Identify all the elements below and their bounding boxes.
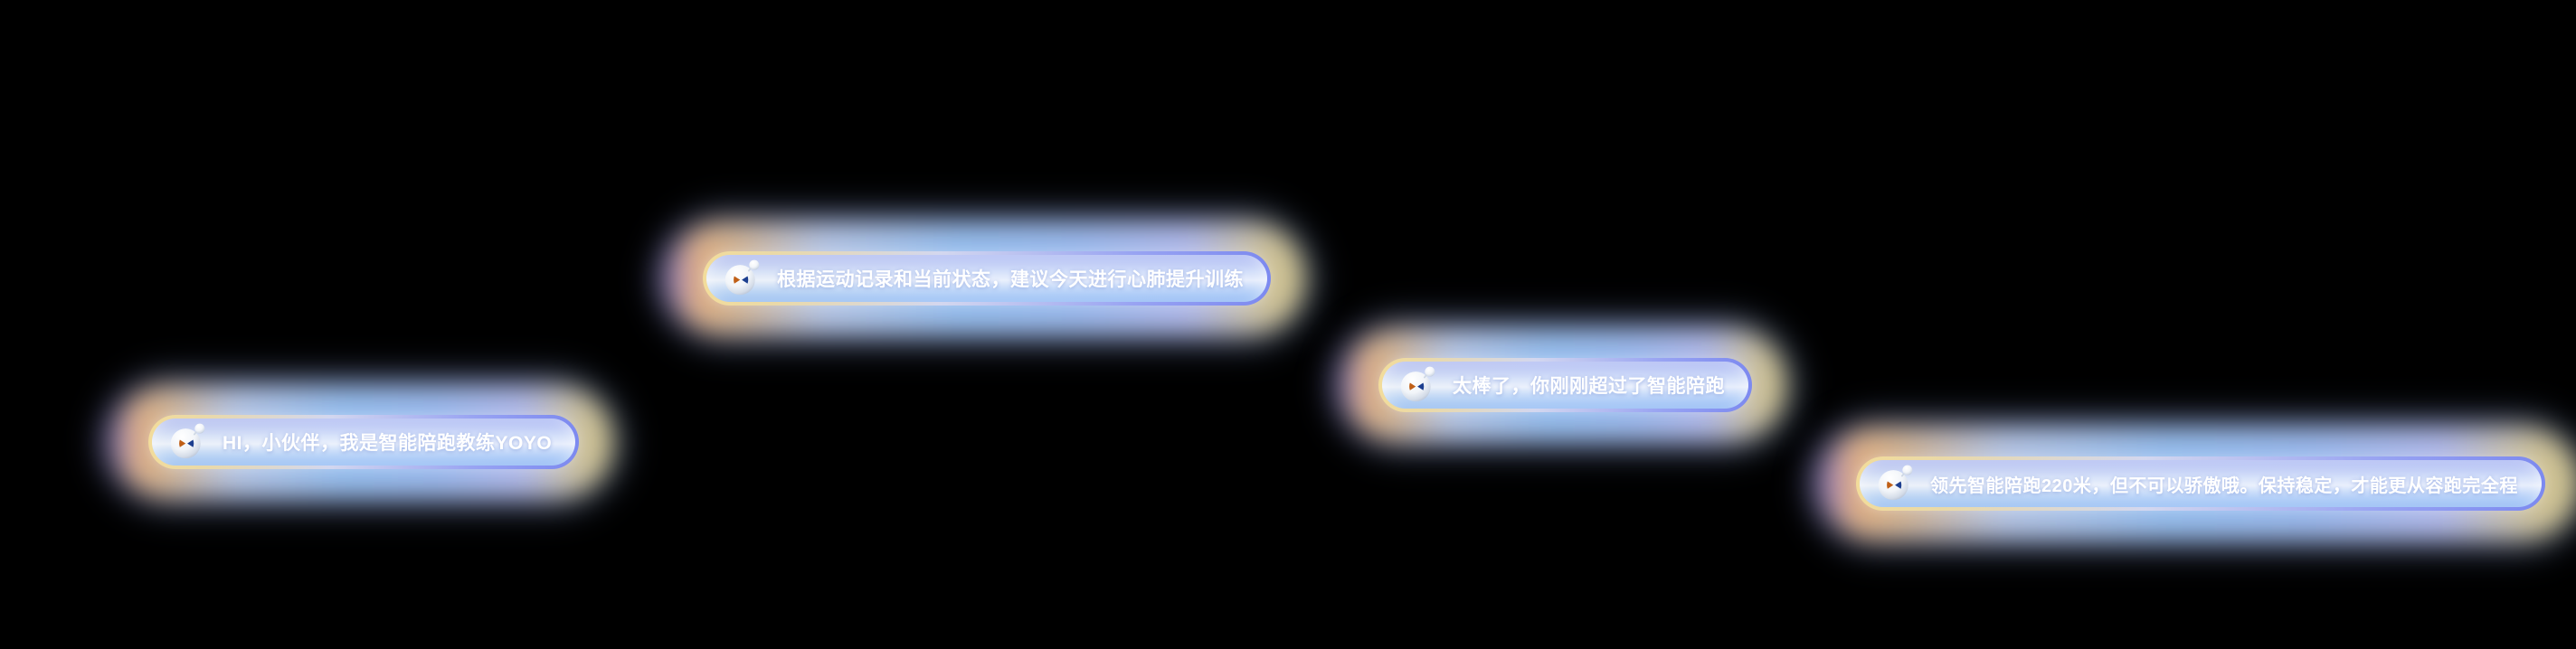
bubble-text: 根据运动记录和当前状态，建议今天进行心肺提升训练 [777, 269, 1244, 290]
bubble-body: 太棒了，你刚刚超过了智能陪跑 [1382, 362, 1748, 409]
coach-avatar-icon [724, 259, 760, 296]
bubble-text: 太棒了，你刚刚超过了智能陪跑 [1453, 376, 1725, 397]
coach-avatar-icon [1878, 465, 1913, 501]
coach-avatar-icon [1400, 366, 1435, 402]
bubble-body: HI，小伙伴，我是智能陪跑教练YOYO [152, 419, 576, 466]
bubble-ring: 领先智能陪跑220米，但不可以骄傲哦。保持稳定，才能更从容跑完全程 [1856, 456, 2545, 511]
chat-bubble: 太棒了，你刚刚超过了智能陪跑 [1346, 331, 1785, 439]
bubble-ring: 根据运动记录和当前状态，建议今天进行心肺提升训练 [703, 251, 1271, 306]
chat-bubble: 领先智能陪跑220米，但不可以骄傲哦。保持稳定，才能更从容跑完全程 [1823, 429, 2576, 538]
bubble-body: 领先智能陪跑220米，但不可以骄傲哦。保持稳定，才能更从容跑完全程 [1860, 460, 2542, 507]
bubble-body: 根据运动记录和当前状态，建议今天进行心肺提升训练 [706, 255, 1267, 302]
bubble-ring: 太棒了，你刚刚超过了智能陪跑 [1378, 358, 1752, 412]
chat-bubble: 根据运动记录和当前状态，建议今天进行心肺提升训练 [670, 224, 1303, 333]
bubble-text: 领先智能陪跑220米，但不可以骄傲哦。保持稳定，才能更从容跑完全程 [1930, 475, 2518, 496]
bubble-ring: HI，小伙伴，我是智能陪跑教练YOYO [148, 415, 580, 469]
coach-avatar-icon [170, 423, 205, 459]
bubble-text: HI，小伙伴，我是智能陪跑教练YOYO [223, 433, 553, 454]
chat-bubble: HI，小伙伴，我是智能陪跑教练YOYO [116, 388, 612, 496]
